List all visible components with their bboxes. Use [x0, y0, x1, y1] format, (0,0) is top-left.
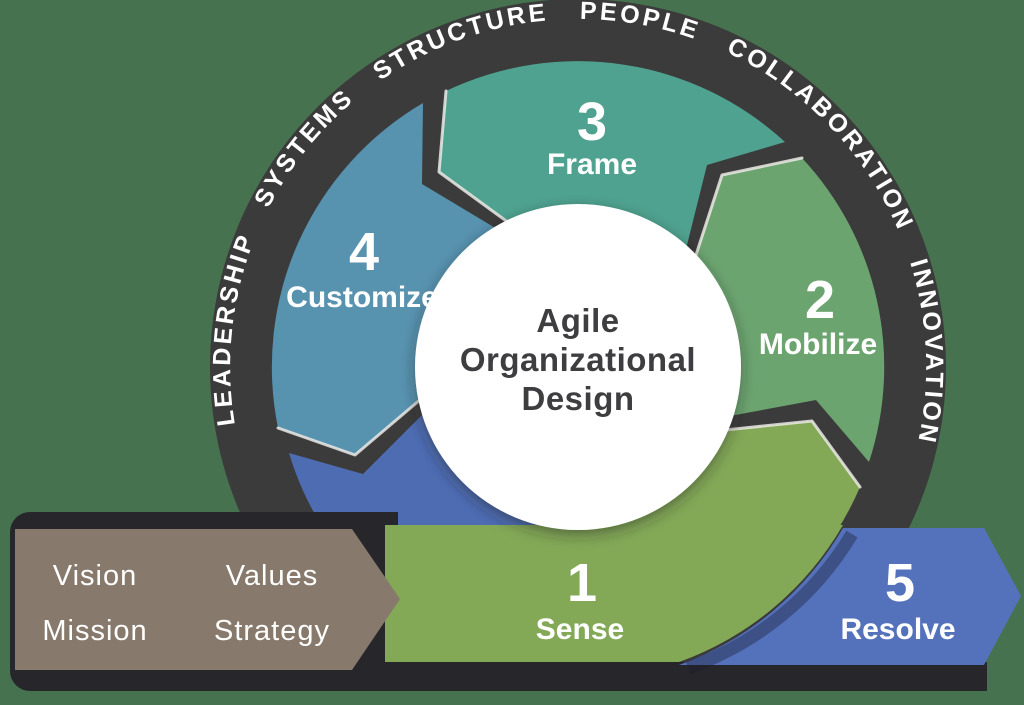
center-title-line2: Organizational: [460, 341, 696, 378]
resolve-label: Resolve: [840, 613, 955, 646]
mobilize-edge-highlight: [693, 156, 804, 260]
vision-mission-arrow: [15, 529, 400, 670]
sense-edge-highlight: [723, 419, 862, 489]
center-title-line1: Agile: [536, 302, 619, 339]
ribbon-bottom-strip: [398, 662, 987, 691]
vision-label: Vision: [53, 560, 137, 592]
sense-number: 1: [567, 553, 597, 613]
resolve-number: 5: [885, 553, 915, 613]
mission-label: Mission: [42, 615, 147, 647]
frame-label: Frame: [547, 148, 637, 181]
frame-edge-highlight: [437, 89, 511, 225]
strategy-label: Strategy: [214, 615, 330, 647]
segment-frame: [439, 61, 785, 249]
customize-edge-highlight: [276, 397, 423, 457]
values-label: Values: [226, 560, 319, 592]
resolve-arrow-inner-shadow: [685, 530, 858, 675]
ring-bottom-mask: [0, 691, 1024, 705]
frame-number: 3: [577, 92, 607, 152]
segment-customize: [271, 103, 497, 455]
center-circle: [415, 204, 741, 530]
resolve-arrow: [679, 528, 1021, 665]
sense-band: [385, 525, 843, 662]
mobilize-number: 2: [805, 270, 835, 330]
customize-number: 4: [349, 222, 379, 282]
center-title-line3: Design: [521, 380, 634, 417]
sense-label: Sense: [536, 613, 624, 646]
mobilize-label: Mobilize: [759, 328, 877, 361]
customize-label: Customize: [286, 281, 438, 314]
segment-mobilize: [695, 158, 885, 462]
